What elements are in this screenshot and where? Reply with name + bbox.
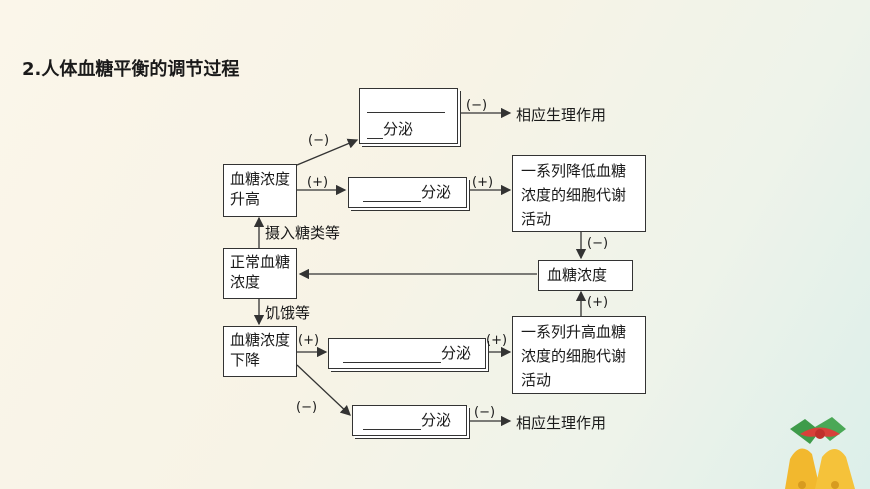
sign-minus: (−) — [474, 405, 496, 420]
box-text: 血糖浓度升高 — [230, 170, 291, 208]
sign-plus: (+) — [472, 175, 494, 190]
box-glucose-high: 血糖浓度升高 — [223, 164, 297, 217]
box-text: 一系列降低血糖浓度的细胞代谢活动 — [521, 162, 627, 228]
bells-decoration-icon — [785, 417, 855, 489]
sign-plus: (+) — [298, 333, 320, 348]
page-title: 2.人体血糖平衡的调节过程 — [22, 59, 240, 80]
box-glucose-normal: 正常血糖浓度 — [223, 248, 297, 299]
hunger-label: 饥饿等 — [265, 304, 311, 322]
secretion-label: 分泌 — [383, 120, 414, 138]
secretion-label: 分泌 — [421, 183, 452, 201]
sign-plus: (+) — [486, 333, 508, 348]
box-text: 正常血糖浓度 — [230, 253, 291, 291]
sign-minus: (−) — [466, 98, 488, 113]
answer-blank — [363, 411, 421, 430]
secretion-box-lower: 分泌 — [328, 338, 486, 369]
box-lower-effect: 一系列降低血糖浓度的细胞代谢活动 — [512, 155, 646, 232]
answer-blank — [367, 122, 383, 139]
box-glucose-low: 血糖浓度下降 — [223, 326, 297, 377]
box-text: 血糖浓度 — [547, 266, 608, 284]
sign-minus: (−) — [308, 133, 330, 148]
sign-plus: (+) — [307, 175, 329, 190]
box-text: 血糖浓度下降 — [230, 331, 291, 369]
sign-minus: (−) — [587, 236, 609, 251]
secretion-label: 分泌 — [421, 411, 452, 429]
secretion-box-middle: 分泌 — [348, 177, 467, 208]
box-glucose: 血糖浓度 — [538, 260, 633, 291]
effect-label-bottom: 相应生理作用 — [516, 414, 607, 432]
secretion-box-top: 分泌 — [359, 88, 458, 144]
secretion-box-bottom: 分泌 — [352, 405, 467, 436]
intake-label: 摄入糖类等 — [265, 224, 341, 242]
box-raise-effect: 一系列升高血糖浓度的细胞代谢活动 — [512, 316, 646, 394]
answer-blank — [343, 344, 441, 363]
box-text: 一系列升高血糖浓度的细胞代谢活动 — [521, 323, 627, 389]
effect-label-top: 相应生理作用 — [516, 106, 607, 124]
answer-blank — [367, 96, 445, 113]
sign-plus: (+) — [587, 295, 609, 310]
secretion-label: 分泌 — [441, 344, 472, 362]
answer-blank — [363, 183, 421, 202]
sign-minus: (−) — [296, 400, 318, 415]
